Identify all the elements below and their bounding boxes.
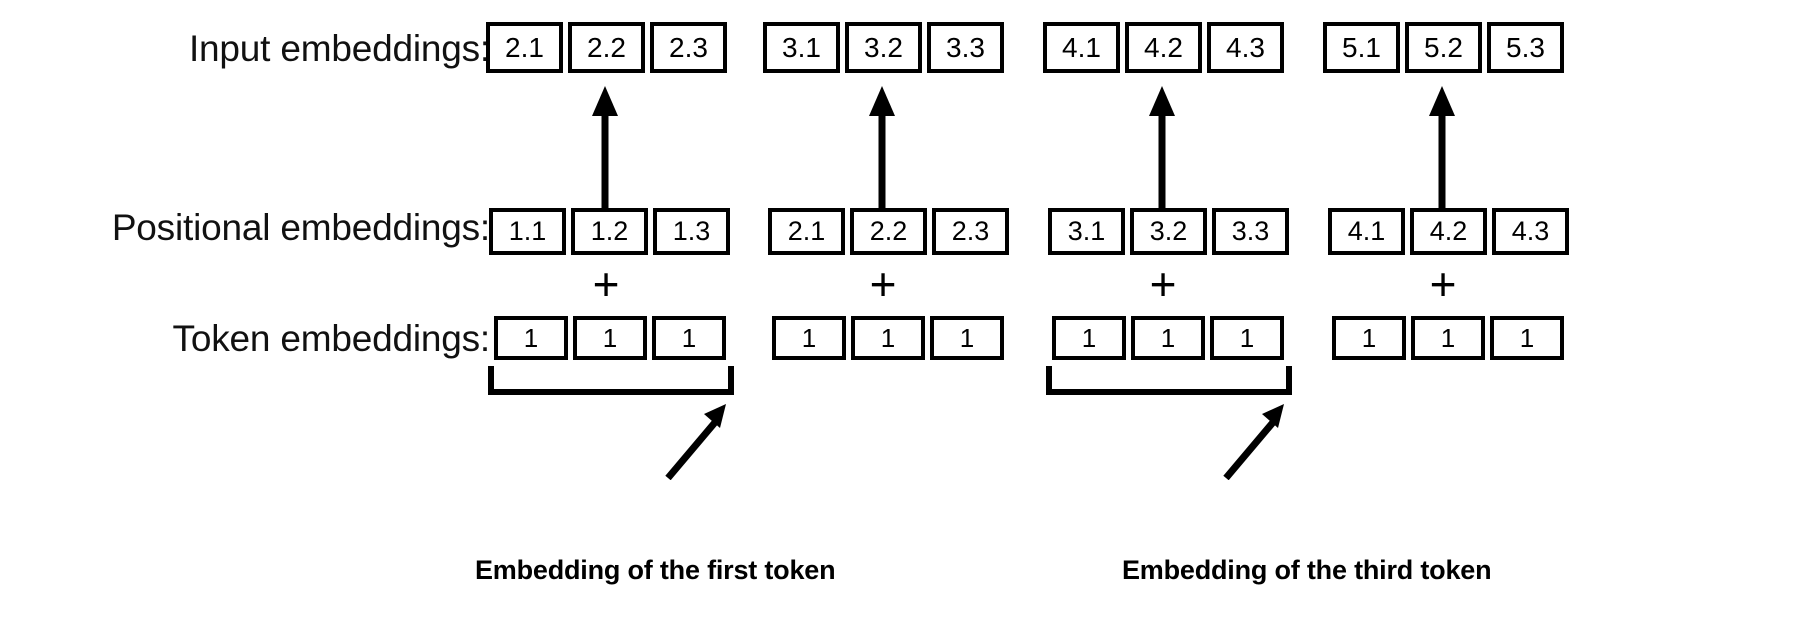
embedding-cell: 3.2 [845,22,922,73]
group-bracket-third-token [1046,366,1292,401]
sum-arrow-up-4 [1425,86,1459,213]
arrow-up-icon [1429,86,1455,208]
embedding-cell: 1.3 [653,208,730,255]
embedding-cell: 1 [772,316,846,360]
embedding-cell: 1 [494,316,568,360]
token-embeddings-group-3: 1 1 1 [1052,316,1284,360]
embedding-cell: 2.3 [932,208,1009,255]
positional-embeddings-group-1: 1.1 1.2 1.3 [489,208,730,255]
embedding-cell: 4.3 [1207,22,1284,73]
caption-first-token: Embedding of the first token [475,555,836,585]
embedding-cell: 1 [1332,316,1406,360]
embedding-cell: 3.3 [927,22,1004,73]
embedding-cell: 1 [1131,316,1205,360]
sum-arrow-up-2 [865,86,899,213]
caption-third-token: Embedding of the third token [1122,555,1492,585]
embedding-cell: 1 [1210,316,1284,360]
embedding-cell: 1 [1052,316,1126,360]
plus-operator-2: + [869,258,897,310]
input-embeddings-group-3: 4.1 4.2 4.3 [1043,22,1284,73]
embedding-cell: 2.2 [850,208,927,255]
embedding-cell: 1.1 [489,208,566,255]
sum-arrow-up-1 [588,86,622,213]
bracket-icon [1046,366,1292,395]
positional-embeddings-group-2: 2.1 2.2 2.3 [768,208,1009,255]
embedding-cell: 3.3 [1212,208,1289,255]
embedding-cell: 2.1 [768,208,845,255]
embedding-cell: 4.2 [1125,22,1202,73]
token-embeddings-group-1: 1 1 1 [494,316,726,360]
embedding-cell: 3.1 [1048,208,1125,255]
sum-arrow-up-3 [1145,86,1179,213]
input-embeddings-group-1: 2.1 2.2 2.3 [486,22,727,73]
arrow-diagonal-up-right-icon [665,404,726,481]
positional-embeddings-group-3: 3.1 3.2 3.3 [1048,208,1289,255]
callout-arrow-first-token [660,398,740,485]
embedding-cell: 2.1 [486,22,563,73]
embedding-cell: 5.2 [1405,22,1482,73]
embedding-cell: 2.3 [650,22,727,73]
arrow-up-icon [869,86,895,208]
embedding-cell: 3.2 [1130,208,1207,255]
embedding-cell: 5.1 [1323,22,1400,73]
embedding-cell: 4.1 [1043,22,1120,73]
embedding-cell: 1.2 [571,208,648,255]
input-embeddings-group-2: 3.1 3.2 3.3 [763,22,1004,73]
embedding-cell: 4.2 [1410,208,1487,255]
positional-embeddings-group-4: 4.1 4.2 4.3 [1328,208,1569,255]
embedding-cell: 1 [851,316,925,360]
plus-operator-4: + [1429,258,1457,310]
row-label-positional-embeddings: Positional embeddings: [111,207,490,248]
embedding-cell: 4.1 [1328,208,1405,255]
embedding-cell: 1 [1490,316,1564,360]
embedding-cell: 1 [1411,316,1485,360]
embedding-cell: 1 [930,316,1004,360]
token-embeddings-group-4: 1 1 1 [1332,316,1564,360]
embedding-cell: 1 [573,316,647,360]
embedding-cell: 3.1 [763,22,840,73]
input-embeddings-group-4: 5.1 5.2 5.3 [1323,22,1564,73]
arrow-diagonal-up-right-icon [1223,404,1284,481]
plus-operator-3: + [1149,258,1177,310]
token-embeddings-group-2: 1 1 1 [772,316,1004,360]
row-label-token-embeddings: Token embeddings: [172,318,491,359]
callout-arrow-third-token [1218,398,1298,485]
arrow-up-icon [592,86,618,208]
embedding-cell: 4.3 [1492,208,1569,255]
row-label-input-embeddings: Input embeddings: [188,28,490,69]
bracket-icon [488,366,734,395]
plus-operator-1: + [592,258,620,310]
arrow-up-icon [1149,86,1175,208]
embedding-cell: 2.2 [568,22,645,73]
embedding-cell: 5.3 [1487,22,1564,73]
embedding-cell: 1 [652,316,726,360]
group-bracket-first-token [488,366,734,401]
